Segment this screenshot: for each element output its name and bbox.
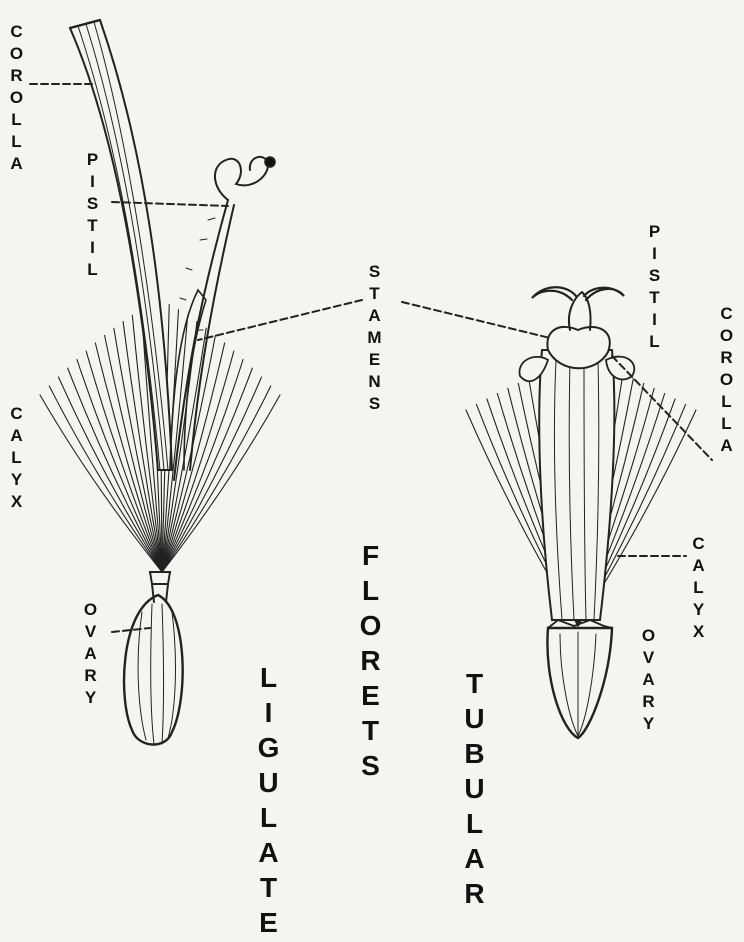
leader-corolla-right [612, 356, 712, 460]
tubular-ovary-drawing [547, 620, 612, 738]
stamens-label: STAMENS [366, 262, 383, 416]
ligulate-ovary-drawing [124, 572, 183, 745]
tubular-pistil-label: PISTIL [646, 222, 663, 354]
leader-stamens-right [402, 302, 550, 338]
ligulate-calyx-label: CALYX [8, 404, 25, 514]
florets-title: FLORETS [356, 540, 384, 785]
tubular-corolla-drawing [519, 327, 634, 620]
ligulate-name-label: LIGULATE [254, 662, 282, 942]
ligulate-ovary-label: OVARY [82, 600, 99, 710]
tubular-name-label: TUBULAR [460, 668, 488, 913]
ligulate-pistil-label: PISTIL [84, 150, 101, 282]
tubular-pistil-drawing [532, 287, 624, 330]
leader-stamens-left [198, 300, 362, 340]
tubular-calyx-label: CALYX [690, 534, 707, 644]
ligulate-corolla-label: COROLLA [8, 22, 25, 176]
tubular-corolla-label: COROLLA [718, 304, 735, 458]
tubular-ovary-label: OVARY [640, 626, 657, 736]
